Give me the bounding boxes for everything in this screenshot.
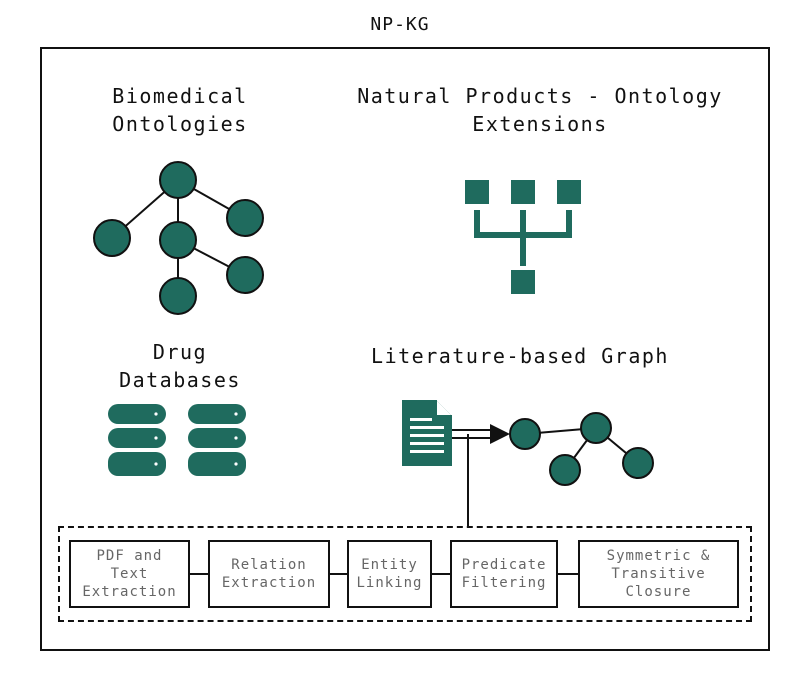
pipeline-container bbox=[58, 526, 752, 622]
small-graph-icon bbox=[509, 412, 654, 486]
hierarchy-icon bbox=[465, 180, 581, 294]
step-relation-extraction: Relation Extraction bbox=[208, 540, 330, 608]
database-icon bbox=[108, 404, 166, 476]
database-icon bbox=[188, 404, 246, 476]
tree-graph-icon bbox=[93, 161, 264, 315]
outer-frame bbox=[40, 47, 770, 651]
section-title-biomedical-ontologies: Biomedical Ontologies bbox=[112, 84, 248, 136]
step-pdf-text-extraction: PDF and Text Extraction bbox=[69, 540, 190, 608]
section-title-literature-graph: Literature-based Graph bbox=[371, 344, 669, 368]
step-symmetric-transitive-closure: Symmetric & Transitive Closure bbox=[578, 540, 739, 608]
step-predicate-filtering: Predicate Filtering bbox=[450, 540, 558, 608]
page-title: NP-KG bbox=[370, 14, 430, 35]
section-title-drug-databases: Drug Databases bbox=[119, 340, 241, 392]
step-entity-linking: Entity Linking bbox=[347, 540, 432, 608]
document-icon bbox=[402, 400, 452, 466]
arrow-icon bbox=[452, 424, 510, 444]
section-title-natural-products: Natural Products - Ontology Extensions bbox=[357, 84, 723, 136]
